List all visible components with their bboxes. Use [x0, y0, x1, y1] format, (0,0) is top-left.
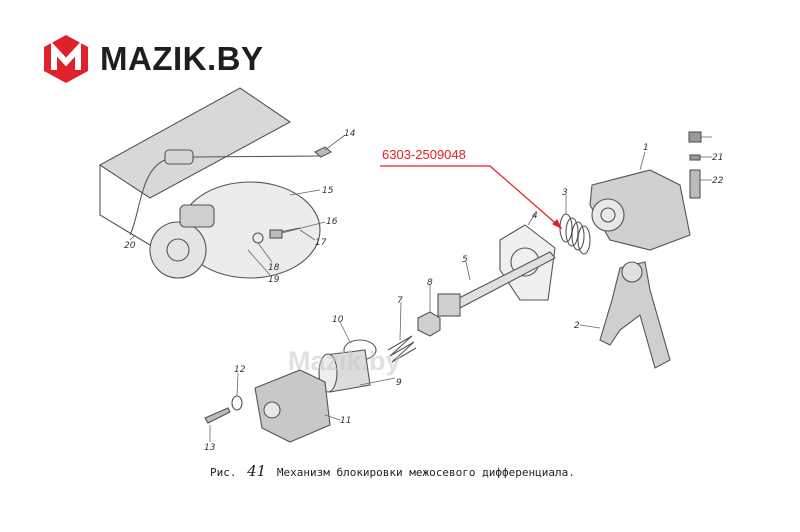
label-2: 2 [574, 321, 580, 331]
nut-8 [417, 311, 441, 337]
air-pipe-20 [129, 159, 166, 236]
stud-22 [689, 169, 701, 199]
fitting-14 [314, 146, 332, 158]
label-8: 8 [427, 278, 433, 288]
cylinder-11 [254, 369, 331, 443]
label-16: 16 [326, 217, 338, 227]
label-3: 3 [562, 188, 568, 198]
spring-7 [387, 335, 417, 363]
label-11: 11 [340, 416, 351, 426]
label-5: 5 [462, 255, 468, 265]
label-17: 17 [315, 238, 327, 248]
rod-head [437, 293, 461, 317]
watermark: Mazik.by [288, 346, 401, 376]
highlight-part-number[interactable]: 6303-2509048 [382, 147, 466, 162]
label-9: 9 [396, 378, 402, 388]
housing-bore-inner [600, 207, 616, 223]
label-18: 18 [268, 263, 280, 273]
label-21: 21 [712, 153, 723, 163]
mazik-logo-icon [44, 35, 88, 83]
bolt-13 [204, 407, 231, 424]
logo-text: MAZIK.BY [100, 40, 264, 77]
frame-rail [98, 87, 292, 199]
label-13: 13 [204, 443, 216, 453]
caption-prefix: Рис. [210, 466, 237, 479]
spring-3 [559, 213, 591, 255]
fork-hub [621, 261, 643, 283]
highlight-leader [380, 165, 562, 229]
highlight-arrowhead [552, 219, 563, 230]
brand-logo[interactable]: MAZIK.BY [40, 33, 264, 85]
pneumatic-chamber [179, 204, 215, 228]
air-cylinder [164, 149, 194, 165]
air-pipe-14 [192, 155, 321, 158]
washer-12 [231, 395, 243, 411]
housing-flange [149, 221, 207, 279]
flange-hub [166, 238, 190, 262]
label-22: 22 [712, 176, 724, 186]
label-1: 1 [643, 143, 649, 153]
pipe-17 [279, 227, 301, 233]
caption-text: Механизм блокировки межосевого дифференц… [276, 466, 575, 479]
figure-caption: Рис. 41 Механизм блокировки межосевого д… [210, 462, 575, 480]
caption-figure-number: 41 [247, 462, 267, 480]
label-20: 20 [124, 241, 136, 251]
shift-fork-2 [599, 261, 671, 369]
cylinder-port [263, 401, 281, 419]
label-15: 15 [322, 186, 334, 196]
label-7: 7 [397, 296, 403, 306]
frame-rail-edge [99, 165, 151, 246]
label-19: 19 [268, 275, 280, 285]
label-4: 4 [532, 211, 538, 221]
label-10: 10 [332, 315, 344, 325]
nut-part [688, 131, 702, 143]
label-14: 14 [344, 129, 356, 139]
part-16 [269, 229, 283, 239]
washer-21 [689, 154, 701, 161]
housing-bore [591, 198, 625, 232]
label-12: 12 [234, 365, 246, 375]
gasket-4 [499, 224, 556, 301]
